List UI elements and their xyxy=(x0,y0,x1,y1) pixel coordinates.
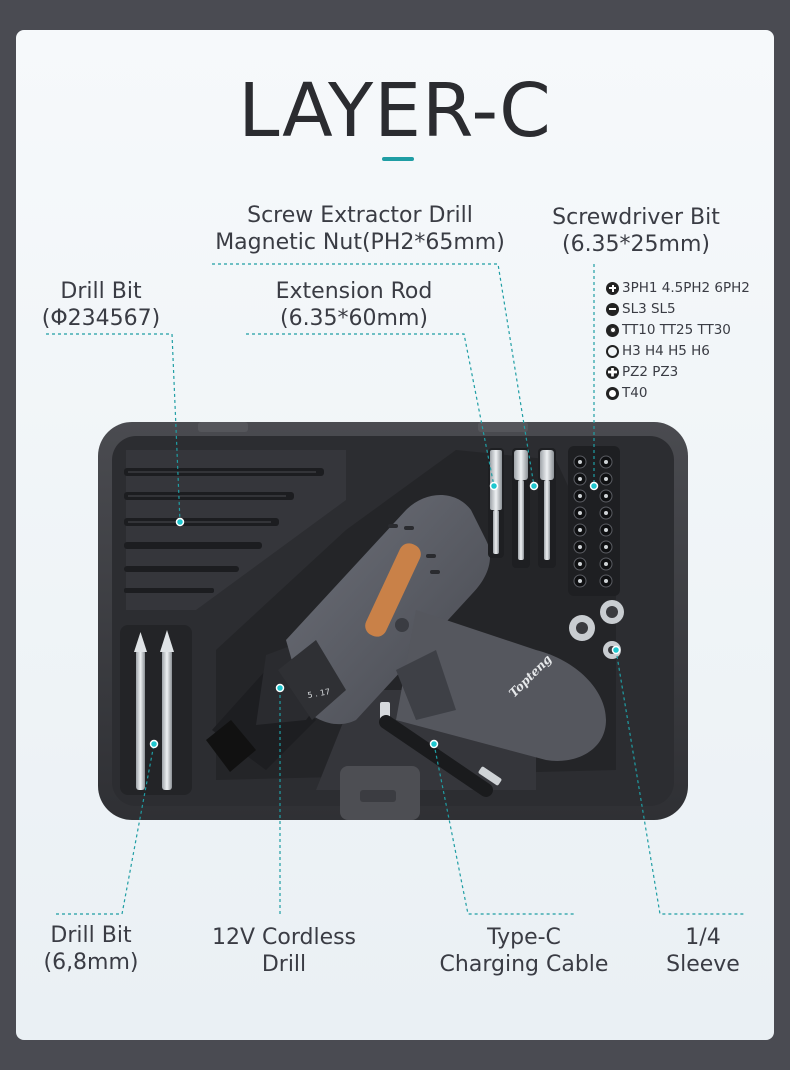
tool-case-illustration: 5 . 17 Topteng xyxy=(46,263,746,915)
glass-drill-bits xyxy=(134,630,174,790)
bit-type-row: T40 xyxy=(606,383,647,403)
slotted-icon xyxy=(606,302,619,316)
sleeve-label: 1/4 Sleeve xyxy=(666,925,740,977)
bit-type-text: T40 xyxy=(622,385,648,401)
bit-tip xyxy=(604,511,608,515)
title-underline xyxy=(382,157,414,161)
bit-tip xyxy=(604,494,608,498)
bit-type-text: TT10 TT25 TT30 xyxy=(622,322,731,338)
bit-tip xyxy=(578,511,582,515)
hex-icon xyxy=(606,344,619,358)
bit-type-row: SL3 SL5 xyxy=(606,299,676,319)
extension-rod-and-extractors xyxy=(488,448,556,568)
extension-rod-label: Extension Rod (6.35*60mm) xyxy=(275,279,433,331)
torx-icon xyxy=(606,323,619,337)
phillips-icon xyxy=(606,281,619,295)
pozidriv-icon xyxy=(606,365,619,379)
bit-type-row: 3PH1 4.5PH2 6PH2 xyxy=(606,278,750,298)
bit-tip xyxy=(578,477,582,481)
bit-type-row: TT10 TT25 TT30 xyxy=(606,320,731,340)
type-c-cable-label: Type-C Charging Cable xyxy=(439,925,609,977)
cordless-drill-label: 12V Cordless Drill xyxy=(211,925,357,977)
callout-lines xyxy=(46,263,746,915)
bit-tip xyxy=(604,460,608,464)
bit-tip xyxy=(604,528,608,532)
bit-tip xyxy=(578,494,582,498)
screwdriver-bit-label: Screwdriver Bit (6.35*25mm) xyxy=(552,205,720,257)
drill-bit-top-label: Drill Bit (Φ234567) xyxy=(41,279,161,331)
bit-type-text: SL3 SL5 xyxy=(622,301,676,317)
bit-type-row: H3 H4 H5 H6 xyxy=(606,341,710,361)
bit-type-text: H3 H4 H5 H6 xyxy=(622,343,710,359)
bit-tip xyxy=(604,545,608,549)
bit-tip xyxy=(604,579,608,583)
bit-tip xyxy=(578,528,582,532)
bit-tip xyxy=(604,562,608,566)
bit-tip xyxy=(578,579,582,583)
product-card: LAYER-C xyxy=(16,30,774,1040)
bit-type-text: PZ2 PZ3 xyxy=(622,364,679,380)
bit-type-row: PZ2 PZ3 xyxy=(606,362,678,382)
bit-tip xyxy=(578,460,582,464)
cordless-drill: 5 . 17 Topteng xyxy=(206,495,606,772)
drill-bit-set xyxy=(124,468,324,593)
bit-type-text: 3PH1 4.5PH2 6PH2 xyxy=(622,280,750,296)
screwdriver-bit-rack xyxy=(573,455,613,588)
bit-tip xyxy=(578,545,582,549)
bit-tip xyxy=(604,477,608,481)
page-title: LAYER-C xyxy=(238,68,552,154)
star-icon xyxy=(606,386,619,400)
drill-bit-bottom-label: Drill Bit (6,8mm) xyxy=(43,923,139,975)
bit-tip xyxy=(578,562,582,566)
speed-marks: 5 . 17 xyxy=(307,687,331,700)
screw-extractor-label: Screw Extractor Drill Magnetic Nut(PH2*6… xyxy=(215,203,505,255)
callout-dots xyxy=(149,481,621,749)
